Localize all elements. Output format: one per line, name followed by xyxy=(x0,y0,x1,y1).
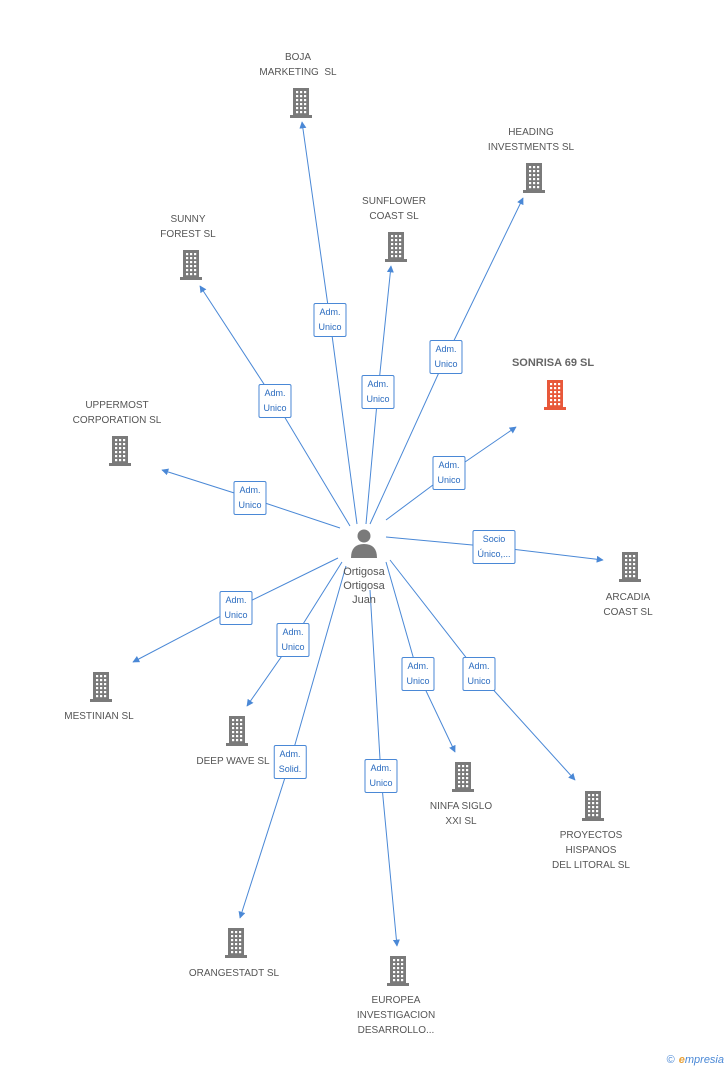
nodes-layer xyxy=(90,88,641,986)
company-label-arcadia[interactable]: ARCADIA COAST SL xyxy=(603,592,653,618)
building-icon-mestinian[interactable] xyxy=(90,672,112,702)
edge-line-orangestadt xyxy=(238,565,347,919)
company-label-orangestadt[interactable]: ORANGESTADT SL xyxy=(188,968,280,979)
edge-label-orangestadt[interactable]: Adm. Solid. xyxy=(273,745,307,779)
footer-brand: © empresia xyxy=(667,1054,724,1066)
company-label-boja[interactable]: BOJA MARKETING SL xyxy=(259,52,337,78)
edge-label-europea[interactable]: Adm. Unico xyxy=(364,759,398,793)
center-person-name[interactable]: Ortigosa Ortigosa Juan xyxy=(343,566,385,606)
company-label-uppermost[interactable]: UPPERMOST CORPORATION SL xyxy=(72,400,162,426)
company-label-heading[interactable]: HEADING INVESTMENTS SL xyxy=(487,127,575,153)
edge-label-mestinian[interactable]: Adm. Unico xyxy=(219,591,253,625)
company-label-deepwave[interactable]: DEEP WAVE SL xyxy=(196,756,270,767)
building-icon-europea[interactable] xyxy=(387,956,409,986)
company-label-sonrisa[interactable]: SONRISA 69 SL xyxy=(511,357,595,369)
copyright-icon: © xyxy=(666,1054,675,1066)
building-icon-deepwave[interactable] xyxy=(226,716,248,746)
brand-logo[interactable]: empresia xyxy=(678,1054,724,1066)
edge-label-uppermost[interactable]: Adm. Unico xyxy=(233,481,267,515)
building-icon-proyectos[interactable] xyxy=(582,791,604,821)
edge-label-sonrisa[interactable]: Adm. Unico xyxy=(432,456,466,490)
edge-label-sunny[interactable]: Adm. Unico xyxy=(258,384,292,418)
building-icon-sunflower[interactable] xyxy=(385,232,407,262)
company-label-europea[interactable]: EUROPEA INVESTIGACION DESARROLLO... xyxy=(356,995,436,1036)
building-icon-ninfa[interactable] xyxy=(452,762,474,792)
company-label-sunflower[interactable]: SUNFLOWER COAST SL xyxy=(362,196,426,222)
building-icon-sonrisa[interactable] xyxy=(544,380,566,410)
company-label-mestinian[interactable]: MESTINIAN SL xyxy=(64,711,134,722)
edge-label-proyectos[interactable]: Adm. Unico xyxy=(462,657,496,691)
edge-label-ninfa[interactable]: Adm. Unico xyxy=(401,657,435,691)
edge-label-sunflower[interactable]: Adm. Unico xyxy=(361,375,395,409)
building-icon-sunny[interactable] xyxy=(180,250,202,280)
person-icon[interactable] xyxy=(351,529,377,559)
building-icon-arcadia[interactable] xyxy=(619,552,641,582)
edge-label-heading[interactable]: Adm. Unico xyxy=(429,340,463,374)
company-label-sunny[interactable]: SUNNY FOREST SL xyxy=(160,214,216,240)
building-icon-uppermost[interactable] xyxy=(109,436,131,466)
building-icon-orangestadt[interactable] xyxy=(225,928,247,958)
edge-label-deepwave[interactable]: Adm. Unico xyxy=(276,623,310,657)
building-icon-boja[interactable] xyxy=(290,88,312,118)
company-label-ninfa[interactable]: NINFA SIGLO XXI SL xyxy=(429,801,493,827)
building-icon-heading[interactable] xyxy=(523,163,545,193)
edge-label-boja[interactable]: Adm. Unico xyxy=(313,303,347,337)
edge-label-arcadia[interactable]: Socio Único,... xyxy=(472,530,516,564)
company-label-proyectos[interactable]: PROYECTOS HISPANOS DEL LITORAL SL xyxy=(552,830,630,871)
